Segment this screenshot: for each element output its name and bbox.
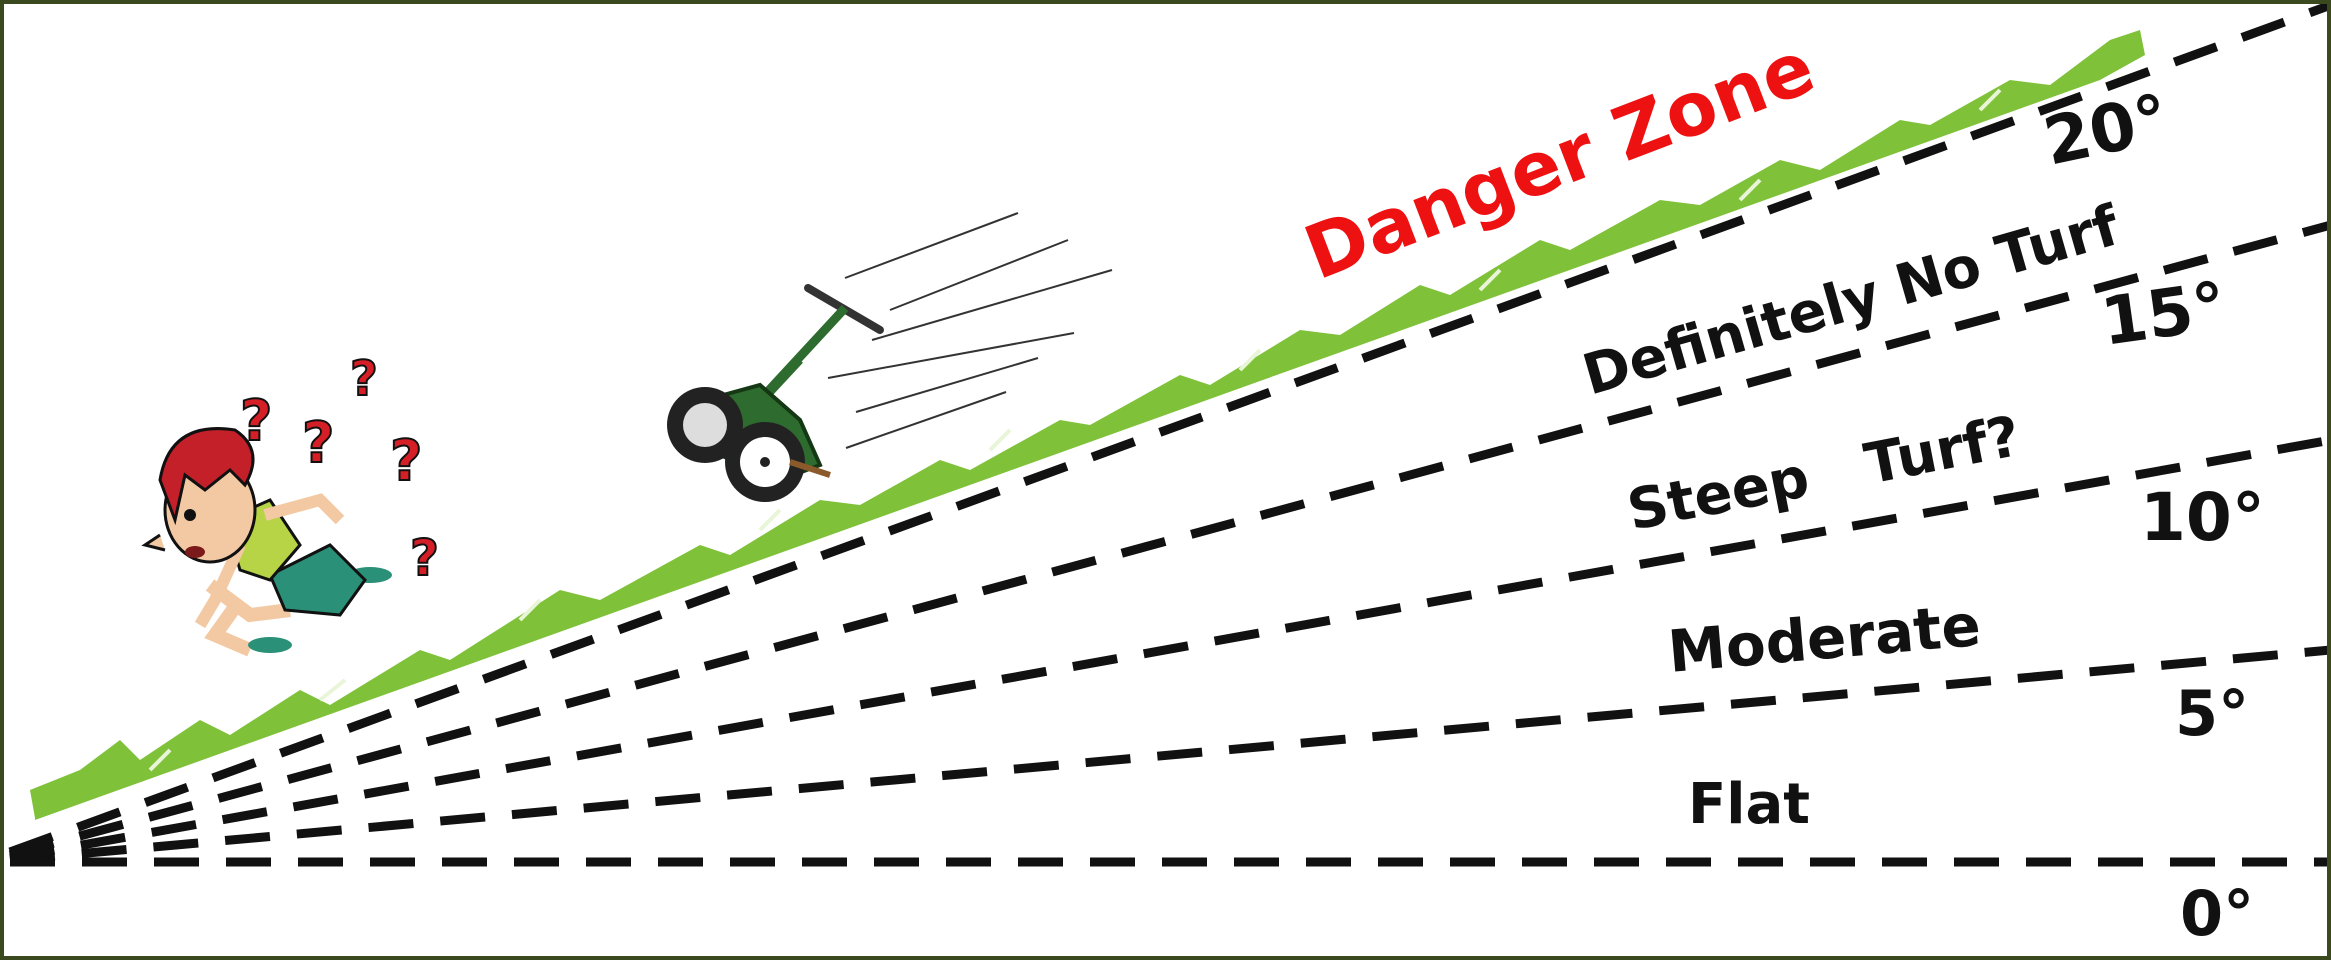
angle-label-10: 10° (2140, 479, 2265, 556)
zone-label-moderate: Moderate (1665, 591, 1983, 686)
speed-lines (828, 213, 1112, 448)
confused-person-icon: ? ? ? ? ? (145, 351, 439, 653)
angle-line-10 (10, 440, 2331, 858)
svg-text:?: ? (390, 429, 422, 494)
angle-line-15 (10, 225, 2331, 855)
grass-slope (30, 30, 2145, 820)
angle-line-5 (10, 650, 2331, 860)
angle-label-15: 15° (2097, 267, 2231, 361)
svg-text:?: ? (350, 351, 378, 407)
zone-label-steep: Steep Turf? (1622, 404, 2025, 544)
svg-text:?: ? (410, 529, 439, 587)
angle-label-5: 5° (2175, 677, 2249, 750)
zone-label-flat: Flat (1688, 772, 1810, 837)
lawn-mower-icon (667, 213, 1112, 502)
svg-text:?: ? (302, 411, 334, 476)
angle-label-0: 0° (2180, 877, 2254, 950)
grass-strip (30, 30, 2145, 820)
